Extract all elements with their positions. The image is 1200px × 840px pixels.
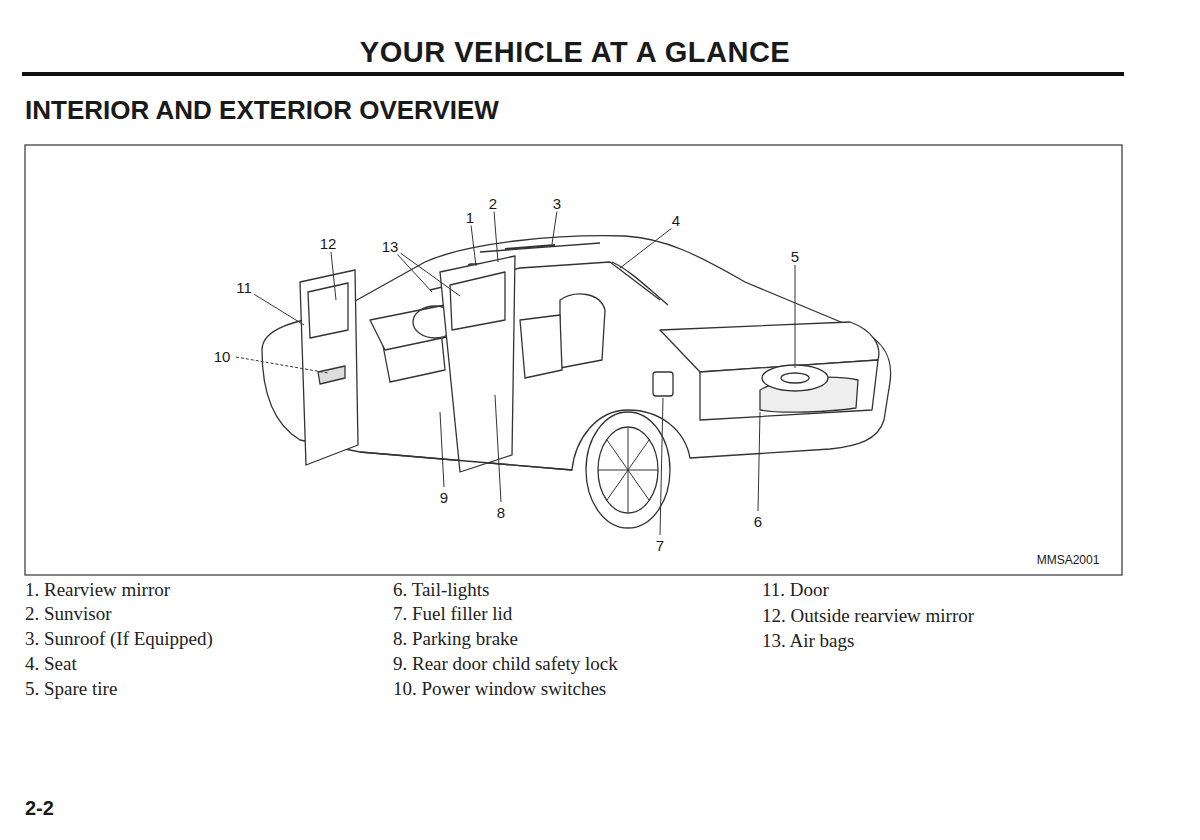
header-rule (22, 72, 1124, 76)
callout-number: 12 (318, 235, 339, 252)
part-list-item: 3. Sunroof (If Equipped) (25, 628, 213, 650)
callout-number: 5 (789, 248, 801, 265)
callout-number: 7 (654, 537, 666, 554)
callout-number: 1 (464, 209, 476, 226)
part-list-item: 13. Air bags (762, 630, 854, 652)
page-number: 2-2 (25, 797, 54, 820)
callout-number: 10 (212, 348, 233, 365)
figure-frame (25, 145, 1122, 575)
running-header: YOUR VEHICLE AT A GLANCE (360, 36, 790, 69)
callout-number: 13 (380, 238, 401, 255)
car-drawing (262, 236, 891, 528)
section-title: INTERIOR AND EXTERIOR OVERVIEW (25, 95, 499, 126)
part-list-item: 12. Outside rearview mirror (762, 605, 974, 627)
callout-number: 2 (487, 195, 499, 212)
part-list-item: 5. Spare tire (25, 678, 117, 700)
callout-number: 3 (551, 195, 563, 212)
figure-code: MMSA2001 (1037, 553, 1100, 567)
part-list-item: 8. Parking brake (393, 628, 518, 650)
part-list-item: 6. Tail-lights (393, 579, 489, 601)
leader-lines (236, 211, 795, 535)
part-list-item: 9. Rear door child safety lock (393, 653, 618, 675)
callout-number: 11 (234, 279, 254, 296)
part-list-item: 11. Door (762, 579, 829, 601)
callout-number: 9 (438, 489, 450, 506)
part-list-item: 4. Seat (25, 653, 77, 675)
part-list-item: 2. Sunvisor (25, 603, 112, 625)
callout-number: 6 (752, 513, 764, 530)
part-list-item: 1. Rearview mirror (25, 579, 170, 601)
callout-number: 4 (670, 212, 682, 229)
part-list-item: 7. Fuel filler lid (393, 603, 512, 625)
part-list-item: 10. Power window switches (393, 678, 606, 700)
callout-number: 8 (495, 504, 507, 521)
